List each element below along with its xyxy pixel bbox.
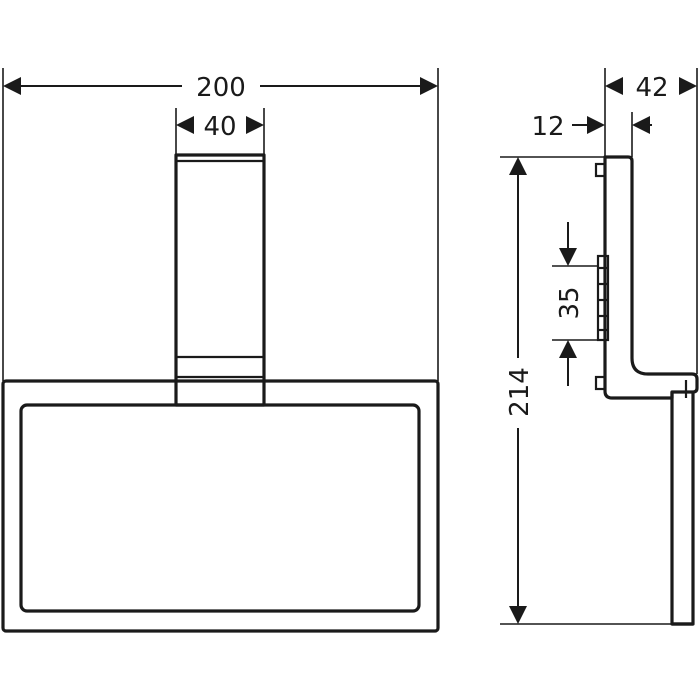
arrow-mount-left [176,116,194,134]
mount-width-label: 40 [203,112,236,142]
bracket-spacing-label: 35 [555,286,585,319]
arrow-right [420,77,438,95]
arrow-offset-right [632,116,650,134]
height-label: 214 [505,367,535,417]
side-clip-top [594,162,607,178]
arrow-bracket-bottom [559,340,577,358]
mount-post [174,153,266,407]
arrow-left [3,77,21,95]
side-body-outline [603,155,699,400]
arrow-bracket-top [559,248,577,266]
ring-inner-opening [19,403,421,613]
overall-width-label: 200 [196,73,246,103]
arrow-depth-right [679,77,697,95]
dimension-mount-width: 40 [175,108,265,155]
offset-label: 12 [531,112,564,142]
dimension-depth: 42 [604,68,698,374]
front-view [1,153,440,633]
arrow-height-bottom [509,606,527,624]
side-bracket-block [596,254,610,342]
ring-outer-frame [1,379,440,633]
depth-label: 42 [635,73,668,103]
arrow-offset-left [587,116,605,134]
arrow-height-top [509,157,527,175]
dimension-bracket-spacing: 35 [552,222,598,386]
dimension-offset: 12 [531,112,652,157]
side-ring-profile [670,392,695,626]
arrow-mount-right [246,116,264,134]
arrow-depth-left [605,77,623,95]
dimension-height: 214 [500,156,672,625]
side-view [594,155,699,626]
dimension-overall-width: 200 [2,68,439,381]
side-clip-bottom [594,375,607,391]
